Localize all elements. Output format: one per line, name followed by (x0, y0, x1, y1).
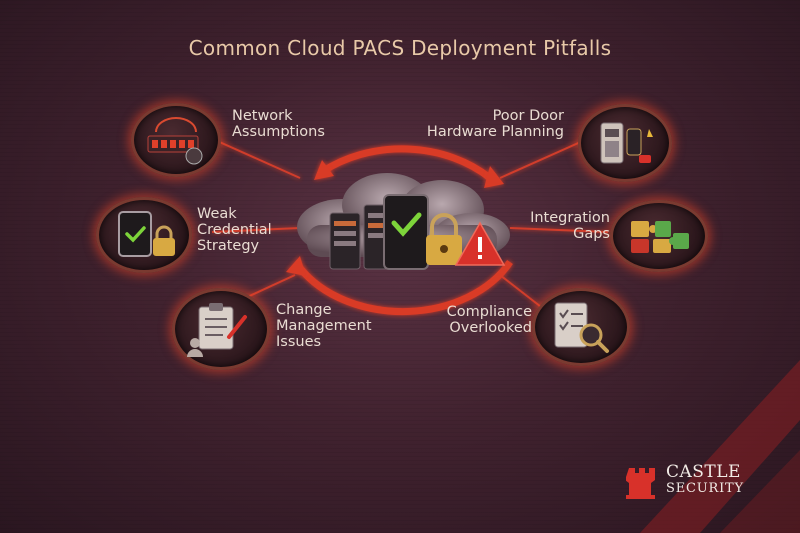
label-line: Weak (197, 206, 237, 222)
label-line: Gaps (573, 226, 610, 242)
compliance-label: Compliance Overlooked (410, 304, 532, 336)
label-line: Credential (197, 222, 272, 238)
network-assumptions-label: Network Assumptions (232, 108, 325, 140)
change-management-label: Change Management Issues (276, 302, 372, 350)
door-hardware-node (578, 104, 672, 182)
tablet-lock-icon (118, 211, 175, 257)
change-management-node (172, 288, 270, 370)
network-assumptions-node (131, 103, 221, 177)
integration-gaps-node (610, 200, 708, 272)
central-cloud-cluster (297, 173, 510, 270)
label-line: Change (276, 302, 332, 318)
padlock-icon (426, 213, 462, 265)
label-line: Management (276, 318, 372, 334)
page-title: Common Cloud PACS Deployment Pitfalls (188, 36, 612, 60)
clipboard-people-icon (187, 303, 247, 357)
label-line: Assumptions (232, 124, 325, 140)
label-line: Overlooked (449, 320, 532, 336)
door-controller-icon (600, 122, 653, 164)
label-line: Issues (276, 334, 322, 350)
label-line: Network (232, 108, 293, 124)
label-line: Poor Door (492, 108, 564, 124)
castle-security-logo: CASTLE SECURITY (624, 458, 784, 502)
label-line: Integration (530, 210, 610, 226)
compliance-node (532, 288, 630, 366)
logo-word-security: SECURITY (666, 481, 744, 496)
tablet-check-icon (383, 194, 429, 270)
logo-word-castle: CASTLE (666, 462, 741, 482)
network-rack-icon (147, 117, 203, 165)
label-line: Strategy (197, 238, 260, 254)
checklist-magnifier-icon (554, 302, 609, 353)
label-line: Compliance (446, 304, 532, 320)
weak-credential-label: Weak Credential Strategy (197, 206, 272, 254)
label-line: Hardware Planning (426, 124, 564, 140)
warning-triangle-icon (454, 221, 506, 266)
door-hardware-label: Poor Door Hardware Planning (408, 108, 564, 140)
puzzle-icon (631, 221, 689, 253)
castle-tower-icon (626, 468, 655, 499)
weak-credential-node (96, 197, 192, 273)
integration-gaps-label: Integration Gaps (500, 210, 610, 242)
